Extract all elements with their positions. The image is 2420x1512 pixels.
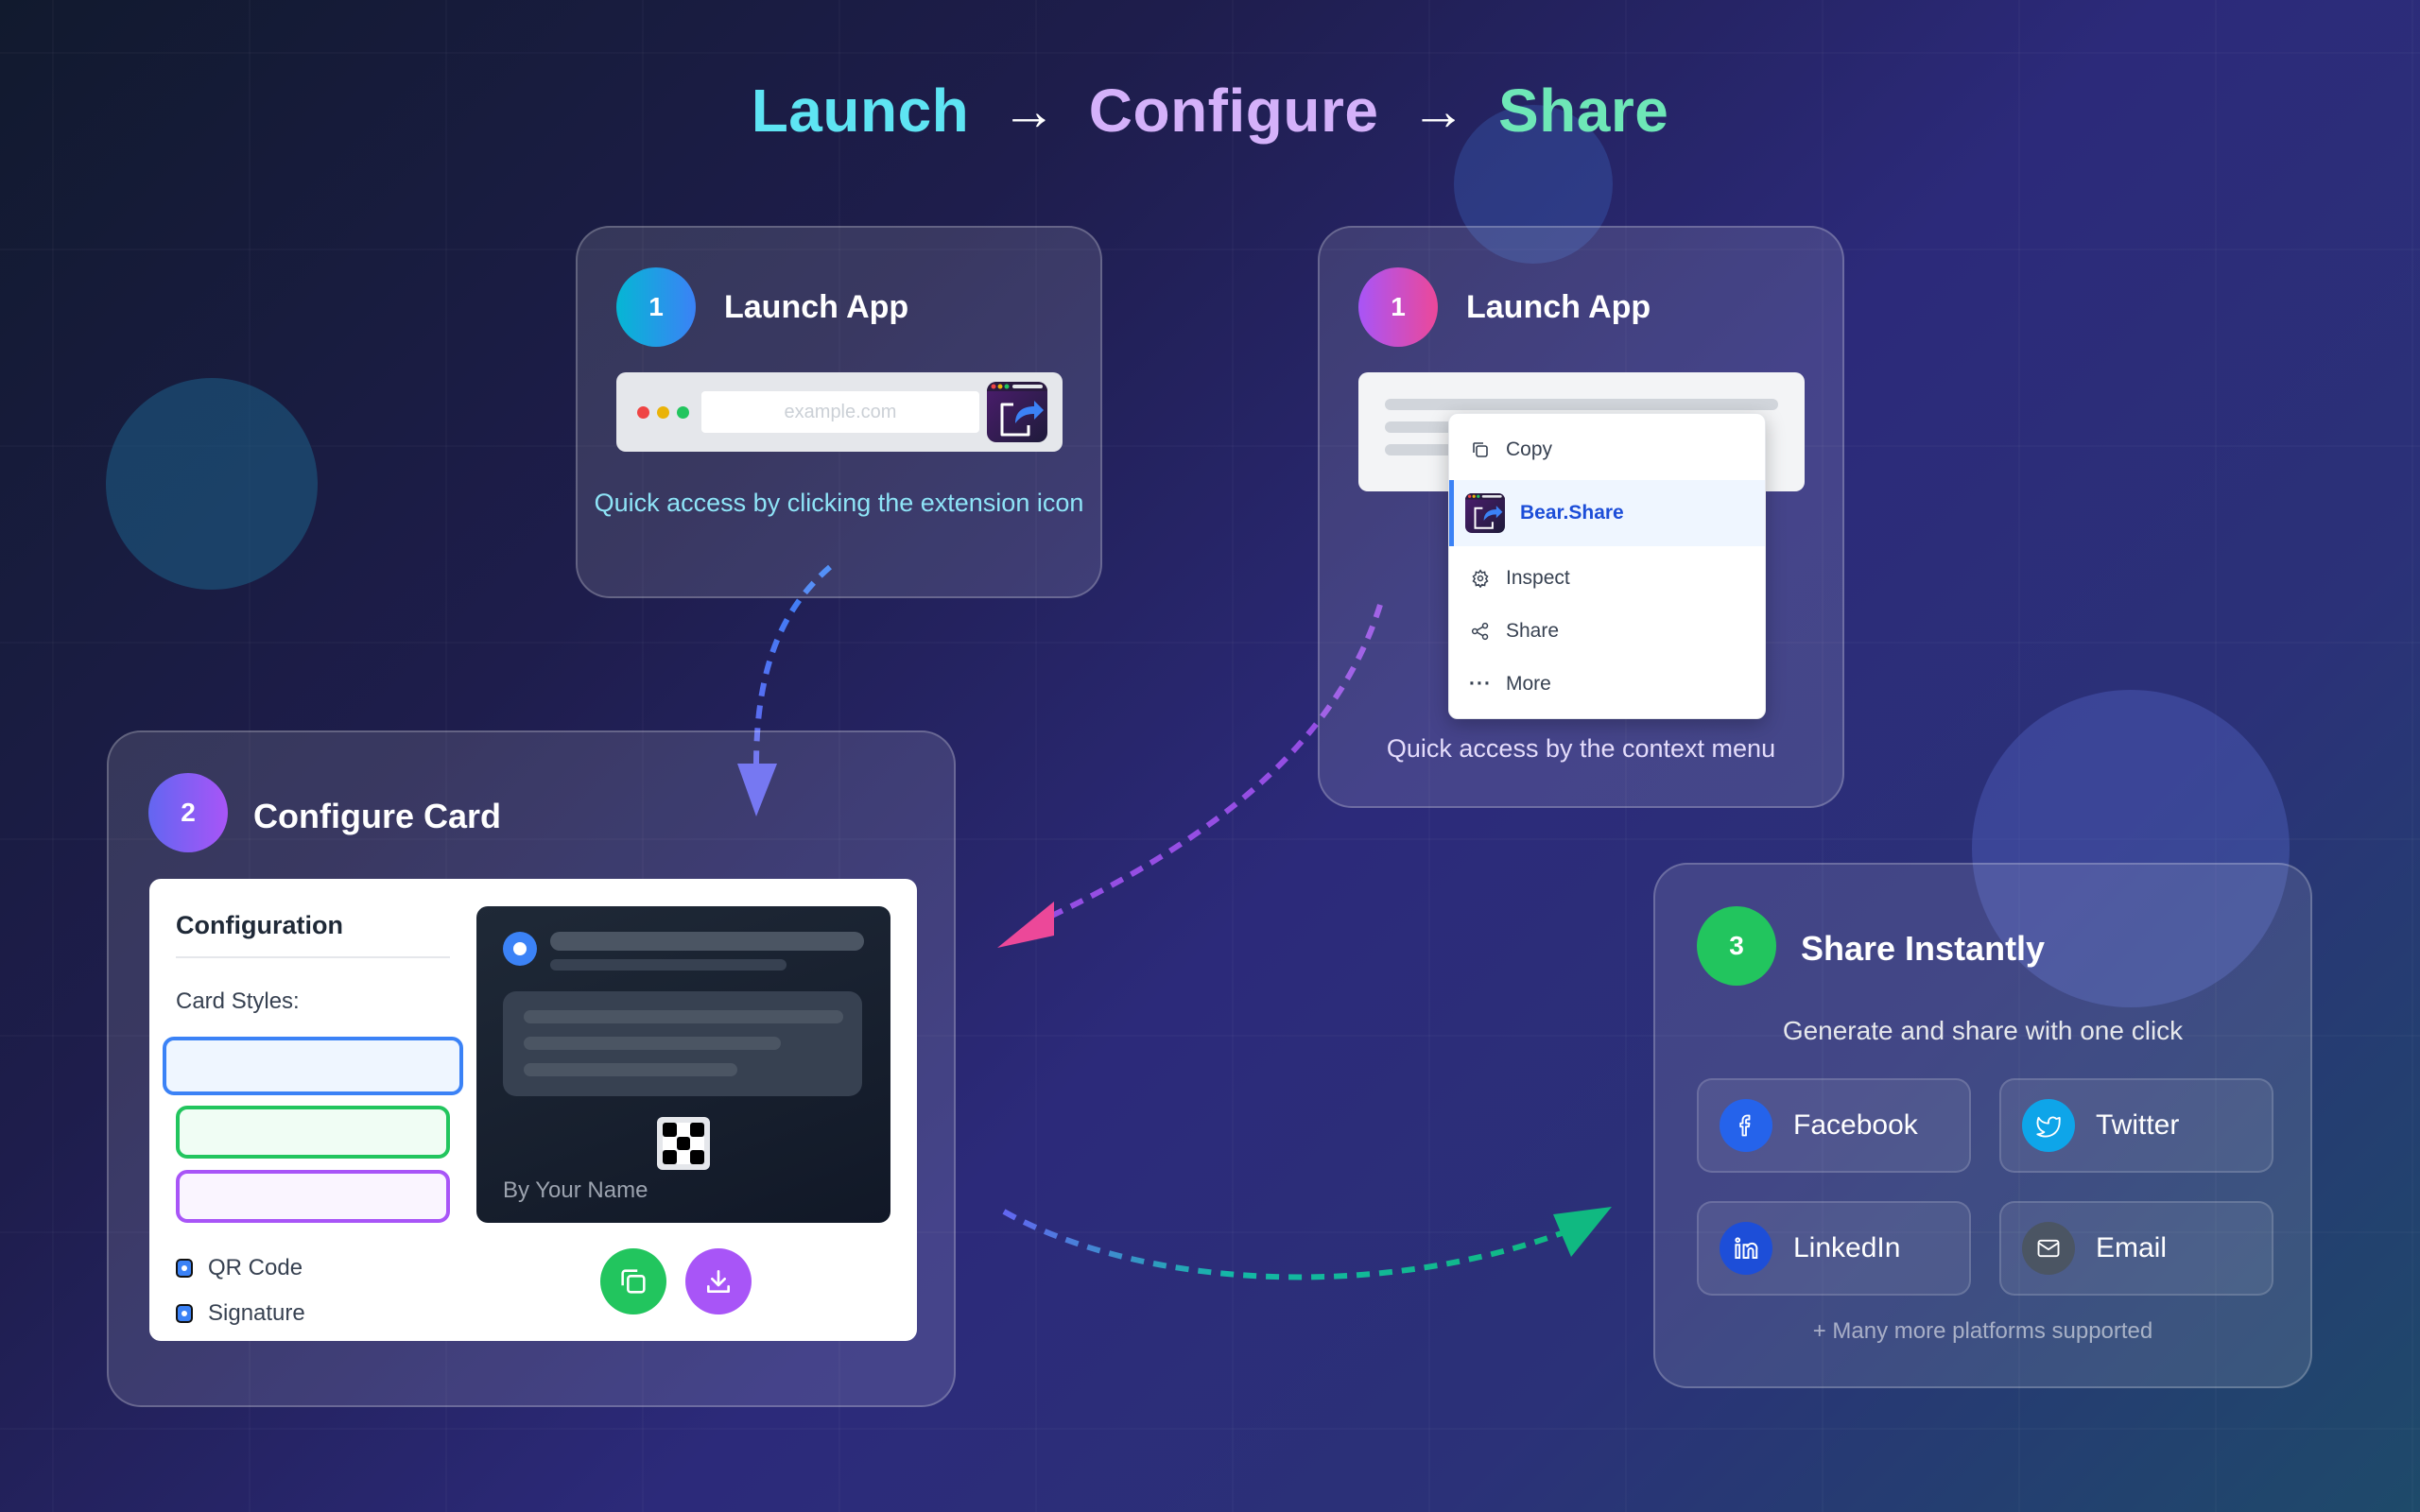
card-title: Share Instantly xyxy=(1801,929,2046,968)
arrowhead-icon xyxy=(997,902,1054,948)
title-step-launch: Launch xyxy=(751,77,970,145)
more-platforms-note: + Many more platforms supported xyxy=(1812,1318,2153,1344)
step-card-launch-extension: 1 Launch App example.com Quick access by… xyxy=(576,226,1102,598)
card-style-option-blue[interactable] xyxy=(163,1037,463,1095)
arrow-right-icon: → xyxy=(1410,79,1466,142)
card-style-option-green[interactable] xyxy=(176,1106,450,1159)
skeleton-line xyxy=(1385,399,1778,410)
share-twitter-button[interactable]: Twitter xyxy=(1999,1078,2273,1173)
download-button[interactable] xyxy=(685,1248,752,1314)
menu-item-label: Bear.Share xyxy=(1520,502,1624,524)
copy-icon xyxy=(621,1269,646,1294)
arrowhead-icon xyxy=(1553,1207,1612,1257)
share-label: LinkedIn xyxy=(1793,1232,1901,1263)
preview-content-block xyxy=(503,991,862,1096)
signature-checkbox[interactable]: Signature xyxy=(176,1300,305,1327)
copy-icon xyxy=(1470,439,1491,460)
context-menu-item-copy[interactable]: Copy xyxy=(1449,423,1765,476)
checkbox-checked-icon xyxy=(176,1259,193,1278)
skeleton-line xyxy=(524,1037,781,1050)
qr-code-checkbox[interactable]: QR Code xyxy=(176,1255,302,1281)
skeleton-line xyxy=(550,959,786,971)
arrow-right-icon: → xyxy=(1001,79,1057,142)
checkbox-label: QR Code xyxy=(208,1255,303,1280)
skeleton-line xyxy=(550,932,864,951)
step-number-badge: 3 xyxy=(1697,906,1776,986)
menu-item-label: Share xyxy=(1506,620,1560,642)
divider xyxy=(176,956,450,958)
share-linkedin-button[interactable]: LinkedIn xyxy=(1697,1201,1971,1296)
card-subtitle: Generate and share with one click xyxy=(1782,1016,2184,1045)
download-icon xyxy=(707,1270,730,1293)
share-facebook-button[interactable]: Facebook xyxy=(1697,1078,1971,1173)
share-nodes-icon xyxy=(1470,621,1491,642)
context-menu-item-share[interactable]: Share xyxy=(1449,605,1765,658)
page-title: Launch → Configure → Share xyxy=(0,76,2420,146)
bear-share-app-icon xyxy=(1465,493,1505,533)
card-title: Launch App xyxy=(724,289,909,325)
step-number-badge: 1 xyxy=(1358,267,1438,347)
menu-item-label: Copy xyxy=(1506,438,1553,460)
step-card-launch-context-menu: 1 Launch App Copy Bear.Share xyxy=(1318,226,1844,808)
step-card-share: 3 Share Instantly Generate and share wit… xyxy=(1653,863,2312,1388)
signature-text: By Your Name xyxy=(503,1177,648,1203)
url-bar[interactable]: example.com xyxy=(701,391,979,433)
twitter-icon xyxy=(2022,1099,2075,1152)
gear-icon xyxy=(1470,568,1491,589)
title-step-share: Share xyxy=(1497,77,1669,145)
linkedin-icon xyxy=(1720,1222,1772,1275)
ellipsis-icon: ··· xyxy=(1469,673,1492,695)
share-label: Twitter xyxy=(2096,1109,2180,1141)
avatar xyxy=(503,932,537,966)
step-card-configure: 2 Configure Card Configuration Card Styl… xyxy=(107,730,956,1407)
checkbox-label: Signature xyxy=(208,1300,305,1326)
step-number-badge: 1 xyxy=(616,267,696,347)
card-title: Launch App xyxy=(1466,289,1651,325)
context-menu-item-inspect[interactable]: Inspect xyxy=(1449,552,1765,605)
share-label: Facebook xyxy=(1793,1109,1918,1141)
skeleton-line xyxy=(524,1063,737,1076)
card-title: Configure Card xyxy=(253,797,502,835)
configuration-panel: Configuration Card Styles: QR Code Signa… xyxy=(149,879,917,1341)
window-minimize-dot xyxy=(657,406,669,419)
window-close-dot xyxy=(637,406,649,419)
qr-code-icon xyxy=(657,1117,710,1170)
share-email-button[interactable]: Email xyxy=(1999,1201,2273,1296)
title-step-configure: Configure xyxy=(1088,77,1379,145)
skeleton-line xyxy=(524,1010,843,1023)
card-description: Quick access by clicking the extension i… xyxy=(594,489,1084,517)
mail-icon xyxy=(2022,1222,2075,1275)
context-menu-item-bear-share[interactable]: Bear.Share xyxy=(1449,480,1765,546)
card-styles-label: Card Styles: xyxy=(176,988,300,1014)
copy-button[interactable] xyxy=(600,1248,666,1314)
context-menu: Copy Bear.Share Inspect xyxy=(1448,413,1766,719)
configuration-heading: Configuration xyxy=(176,911,343,939)
decorative-circle xyxy=(1972,690,2290,1007)
step-number-badge: 2 xyxy=(148,773,228,852)
decorative-circle xyxy=(106,378,318,590)
checkbox-checked-icon xyxy=(176,1304,193,1323)
connector-configure-to-share xyxy=(1002,1209,1571,1280)
window-maximize-dot xyxy=(677,406,689,419)
share-label: Email xyxy=(2096,1232,2168,1263)
context-menu-item-more[interactable]: ··· More xyxy=(1449,658,1765,711)
facebook-icon xyxy=(1720,1099,1772,1152)
card-style-option-purple[interactable] xyxy=(176,1170,450,1223)
card-description: Quick access by the context menu xyxy=(1386,734,1776,763)
browser-toolbar-mock: example.com xyxy=(616,372,1063,452)
bear-share-extension-icon[interactable] xyxy=(987,382,1047,442)
menu-item-label: Inspect xyxy=(1506,567,1570,589)
decorative-circle xyxy=(1454,105,1613,264)
menu-item-label: More xyxy=(1506,673,1551,695)
card-preview: By Your Name xyxy=(476,906,890,1223)
